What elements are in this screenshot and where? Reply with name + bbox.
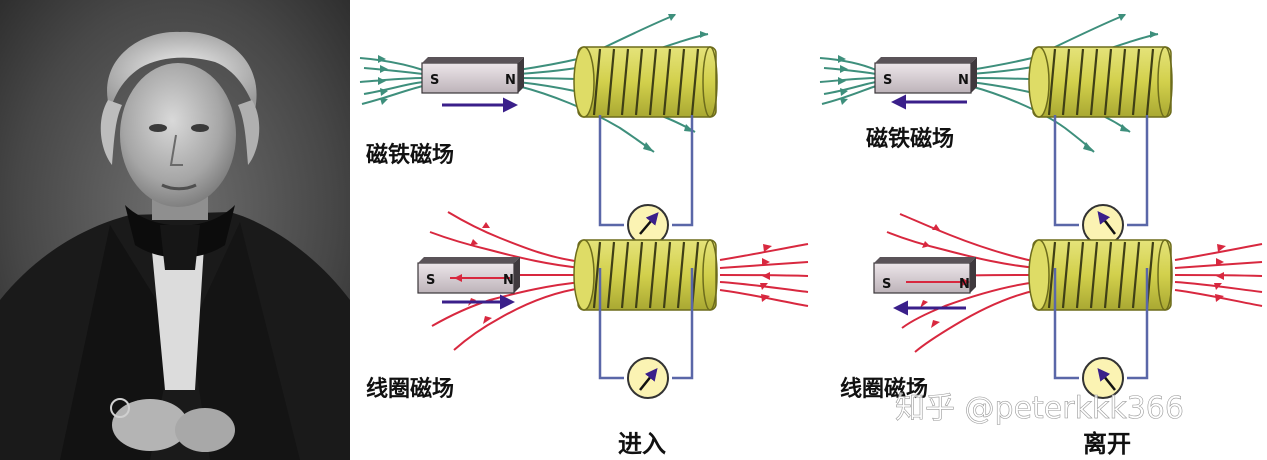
caption-coil-field: 线圈磁场 — [366, 376, 454, 402]
panel-bottom-right: S N 线圈磁场 离开 — [840, 213, 1263, 458]
portrait-photo — [0, 0, 350, 460]
galvanometer-needle — [639, 368, 658, 391]
watermark: 知乎 @peterkkk366 — [895, 391, 1184, 426]
pole-s-label: S — [426, 273, 435, 288]
field-arrowheads — [378, 14, 710, 152]
pole-n-label: N — [959, 277, 970, 292]
coil-field-lines — [429, 211, 809, 351]
label-leave: 离开 — [1083, 429, 1131, 458]
caption-magnet-field: 磁铁磁场 — [866, 126, 954, 152]
caption-coil-field: 线圈磁场 — [840, 376, 928, 402]
pole-n-label: N — [505, 73, 516, 88]
label-enter: 进入 — [618, 429, 666, 458]
galvanometer-needle — [1097, 368, 1116, 391]
pole-s-label: S — [430, 73, 439, 88]
panel-top-right: S N 磁铁磁场 — [819, 14, 1174, 247]
panel-top-left: S N 磁铁磁场 — [359, 14, 719, 247]
pole-n-label: N — [958, 73, 969, 88]
galvanometer-needle — [1097, 211, 1116, 235]
caption-magnet-field: 磁铁磁场 — [366, 142, 454, 168]
induction-diagram: S N 磁铁磁场 S N 磁铁磁场 — [359, 14, 1263, 458]
galvanometer-needle — [639, 212, 659, 235]
pole-s-label: S — [882, 277, 891, 292]
panel-bottom-left: S N 线圈磁场 进入 — [366, 211, 809, 458]
pole-n-label: N — [503, 273, 514, 288]
pole-s-label: S — [883, 73, 892, 88]
